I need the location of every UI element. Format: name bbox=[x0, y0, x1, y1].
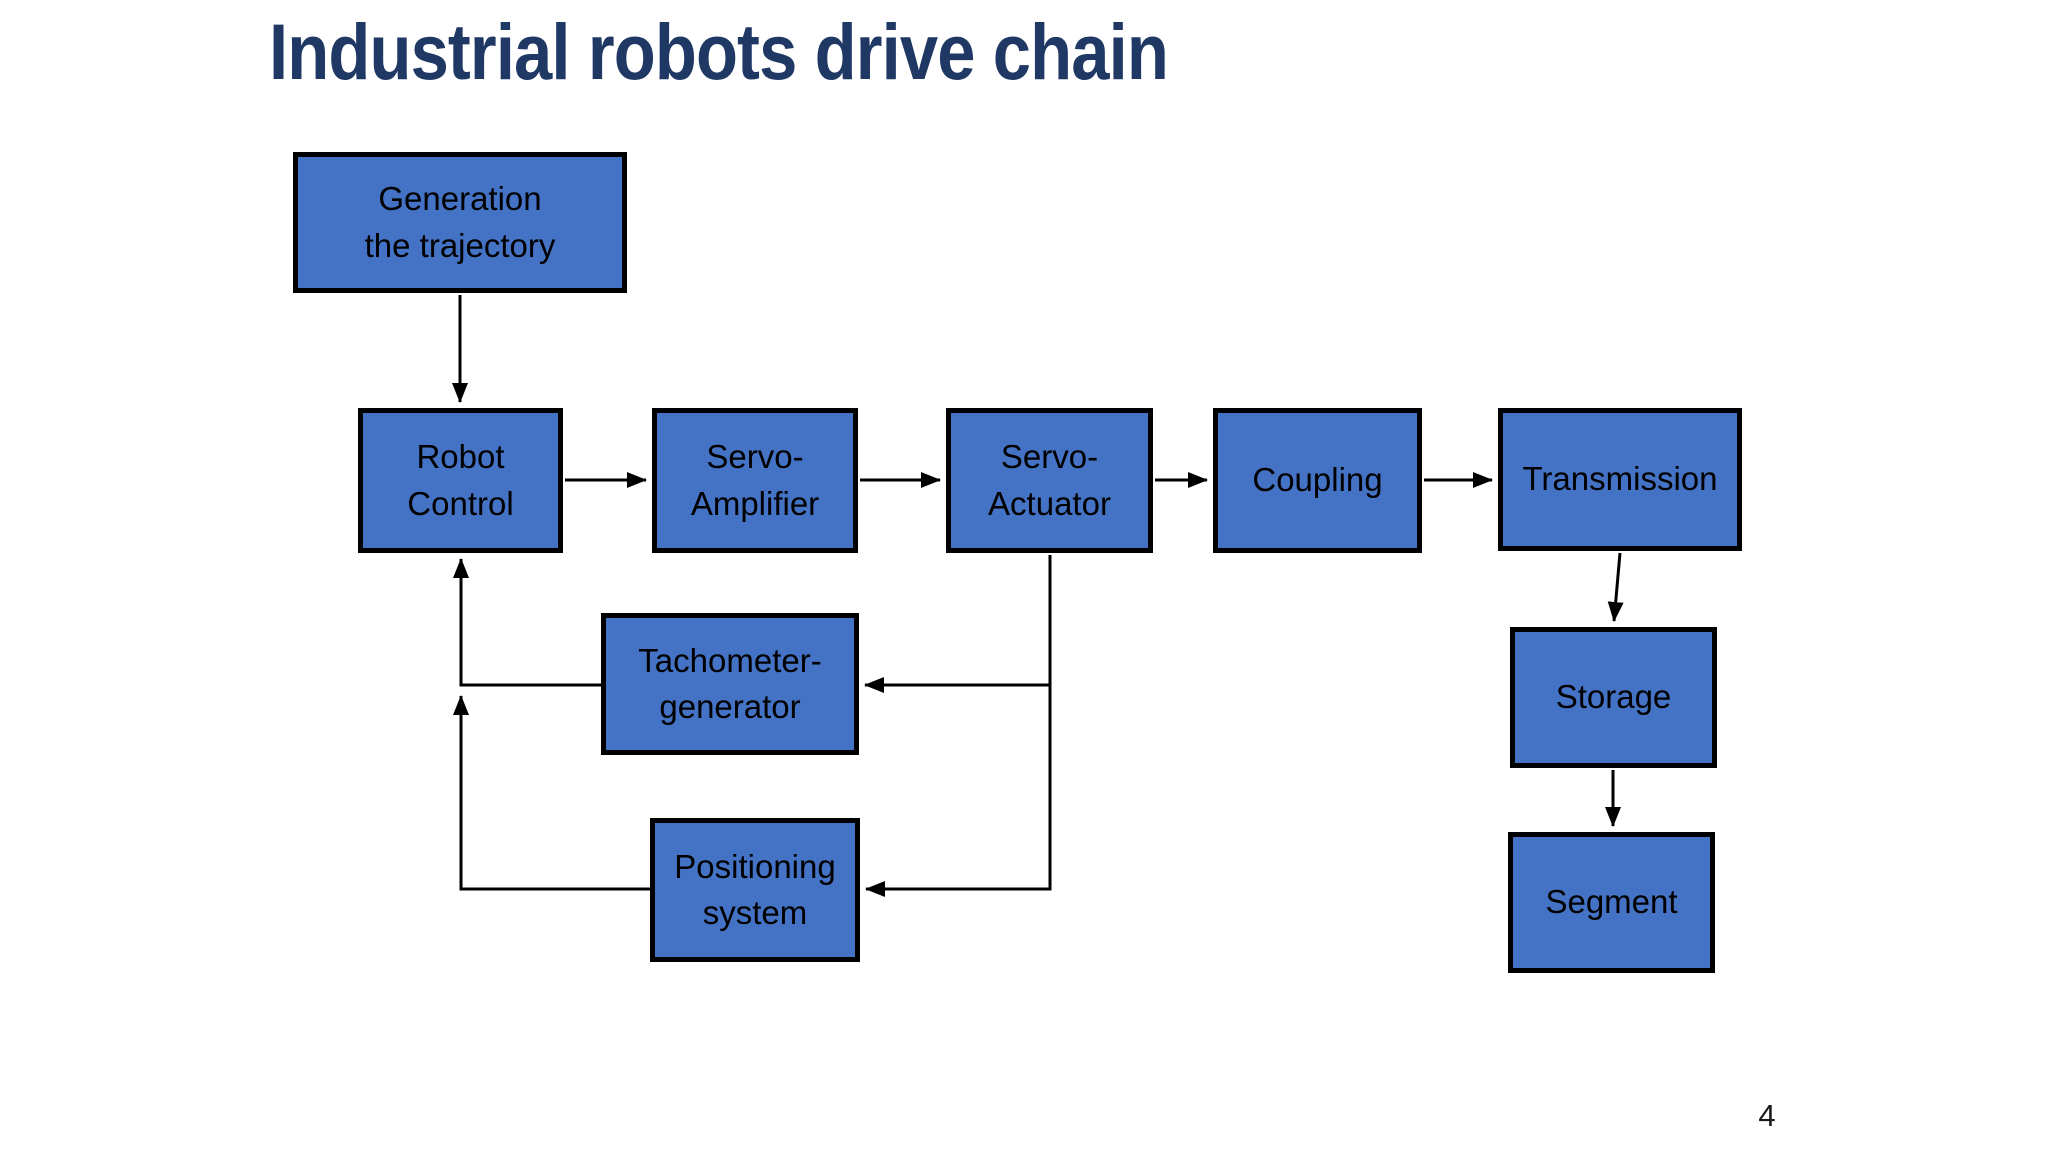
node-label: Generation the trajectory bbox=[364, 180, 556, 264]
node-servo-actuator: Servo- Actuator bbox=[946, 408, 1153, 553]
node-label: Segment bbox=[1545, 883, 1678, 921]
node-positioning-system: Positioning system bbox=[650, 818, 860, 962]
arrow-tachometer-generator-to-robot-control bbox=[453, 558, 601, 687]
arrow-servo-actuator-to-positioning-system bbox=[865, 555, 1052, 897]
node-label: Servo- Actuator bbox=[988, 438, 1111, 522]
node-label: Servo- Amplifier bbox=[690, 438, 820, 522]
node-label: Robot Control bbox=[407, 438, 514, 522]
node-coupling: Coupling bbox=[1213, 408, 1422, 553]
node-storage: Storage bbox=[1510, 627, 1717, 768]
node-servo-amplifier: Servo- Amplifier bbox=[652, 408, 858, 553]
node-label: Positioning system bbox=[674, 847, 836, 931]
node-label: Tachometer- generator bbox=[638, 641, 822, 725]
node-segment: Segment bbox=[1508, 832, 1715, 973]
node-tachometer-generator: Tachometer- generator bbox=[601, 613, 859, 755]
node-robot-control: Robot Control bbox=[358, 408, 563, 553]
node-label: Storage bbox=[1555, 678, 1672, 716]
slide-title: Industrial robots drive chain bbox=[269, 7, 1169, 96]
node-generation-trajectory: Generation the trajectory bbox=[293, 152, 627, 293]
node-label: Coupling bbox=[1252, 461, 1383, 499]
node-label: Transmission bbox=[1522, 460, 1718, 498]
page-number: 4 bbox=[1758, 1098, 1776, 1133]
node-transmission: Transmission bbox=[1498, 408, 1742, 551]
arrow-positioning-system-to-robot-control bbox=[453, 695, 650, 891]
arrow-transmission-to-storage bbox=[1607, 552, 1624, 622]
